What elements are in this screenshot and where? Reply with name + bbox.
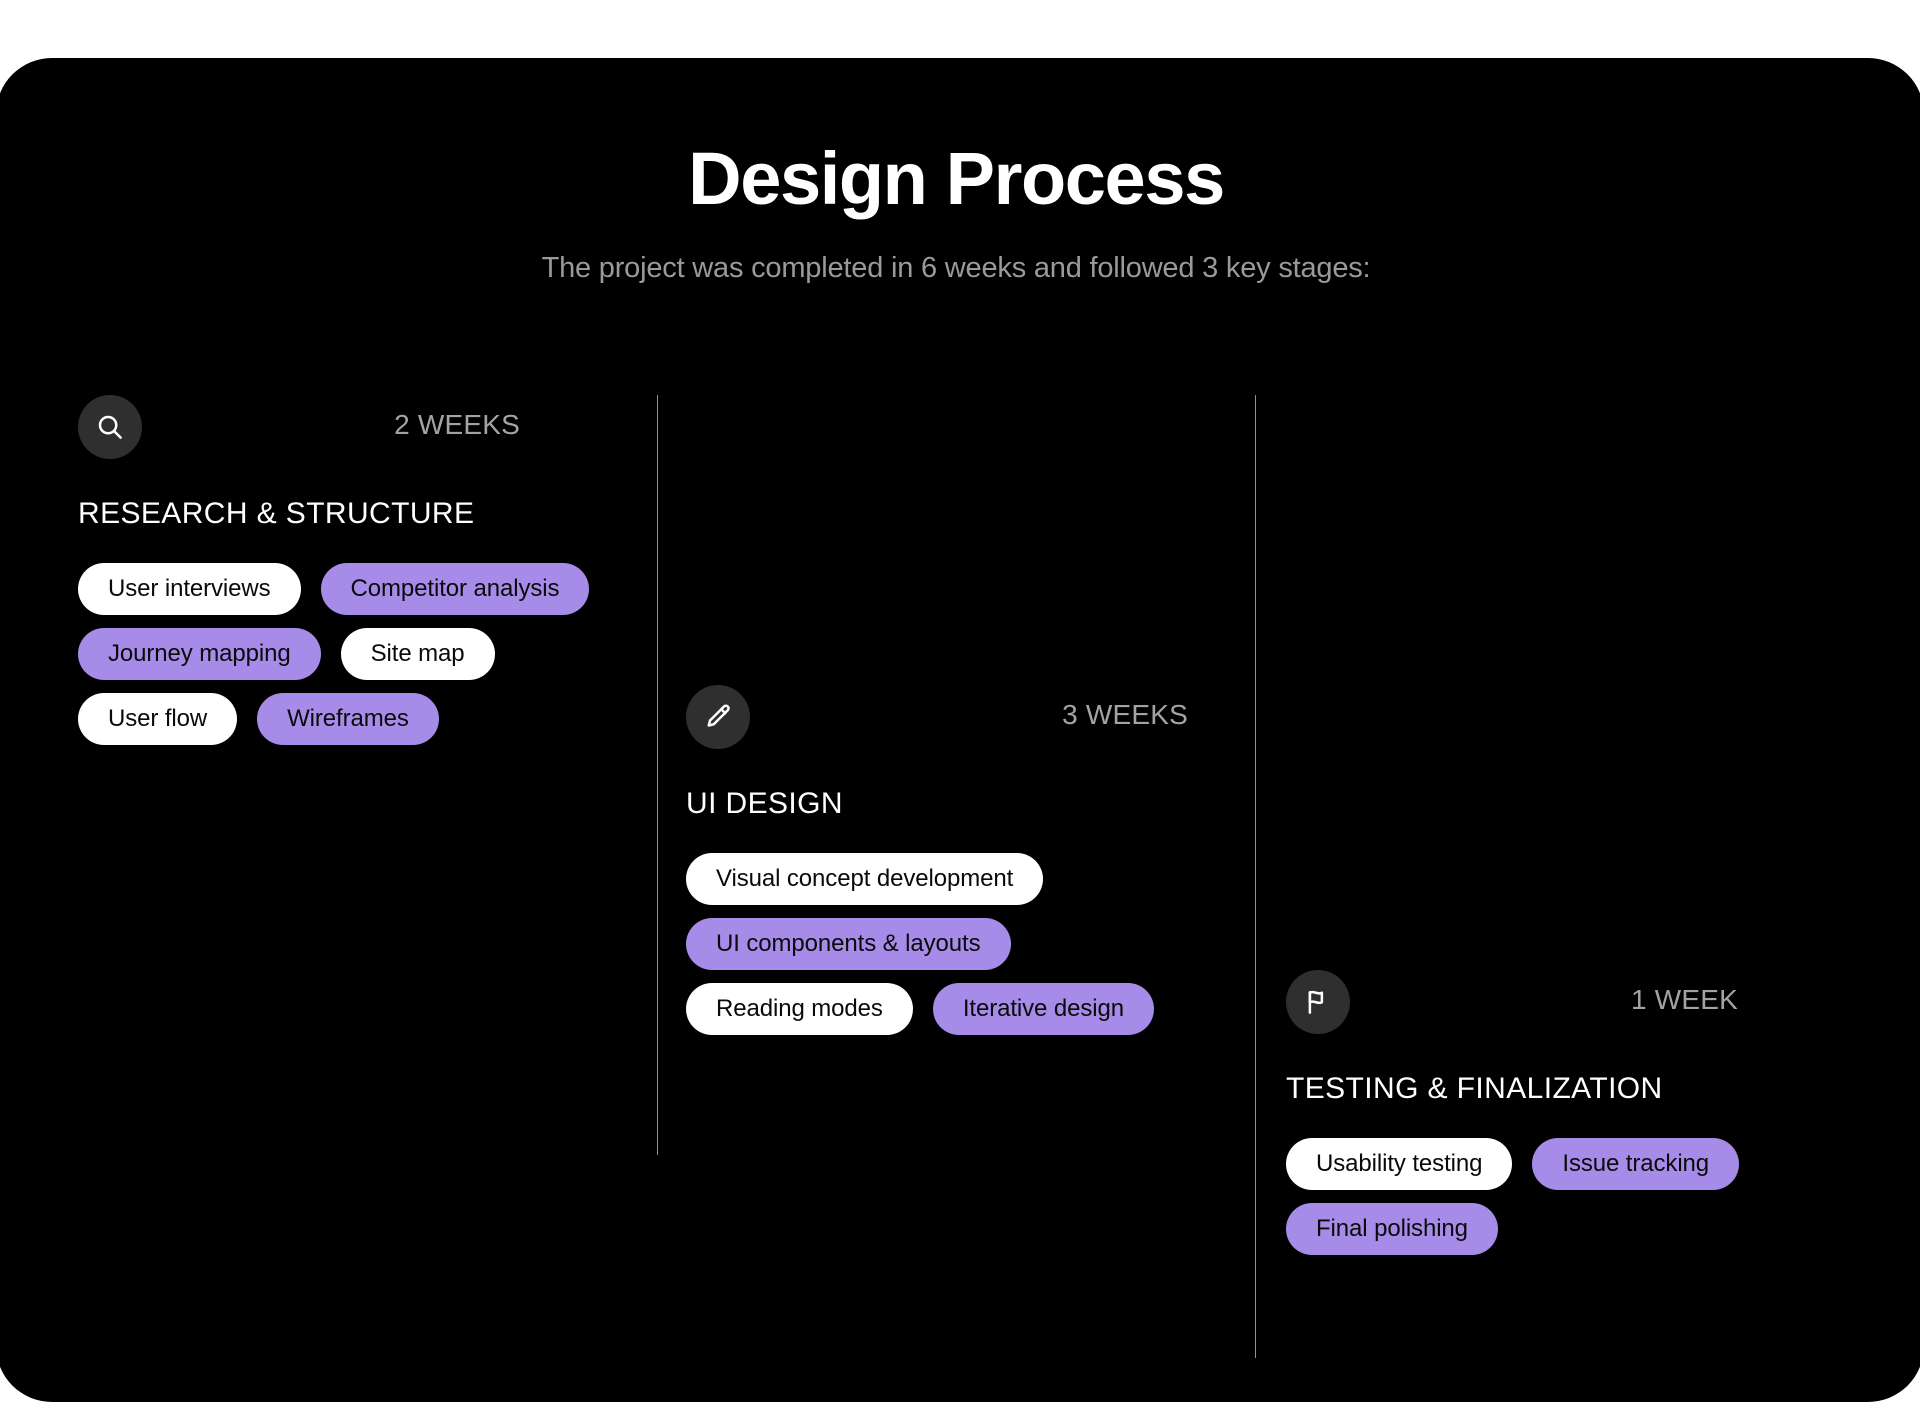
tag-item[interactable]: User flow — [78, 693, 238, 745]
tag-item[interactable]: Iterative design — [932, 983, 1154, 1035]
tag-item[interactable]: UI components & layouts — [686, 918, 1011, 970]
stage-testing-finalization: 1 WEEK TESTING & FINALIZATION Usability … — [1286, 970, 1886, 1268]
tag-row: Final polishing — [1286, 1203, 1886, 1255]
tag-list: Usability testing Issue tracking Final p… — [1286, 1138, 1886, 1255]
tag-item[interactable]: Journey mapping — [78, 628, 321, 680]
tag-item[interactable]: User interviews — [78, 563, 301, 615]
tag-item[interactable]: Issue tracking — [1532, 1138, 1740, 1190]
tag-item[interactable]: Final polishing — [1286, 1203, 1498, 1255]
tag-row: Journey mapping Site map — [78, 628, 638, 680]
tag-item[interactable]: Competitor analysis — [320, 563, 590, 615]
stage-duration: 2 WEEKS — [394, 409, 520, 440]
stage-title: RESEARCH & STRUCTURE — [78, 497, 475, 530]
tag-row: User interviews Competitor analysis — [78, 563, 638, 615]
tag-row: Reading modes Iterative design — [686, 983, 1246, 1035]
tag-item[interactable]: Site map — [340, 628, 495, 680]
stage-duration: 3 WEEKS — [1062, 699, 1188, 730]
stage-divider-1 — [657, 395, 658, 1155]
tag-list: User interviews Competitor analysis Jour… — [78, 563, 638, 745]
tag-list: Visual concept development UI components… — [686, 853, 1246, 1035]
tag-item[interactable]: Visual concept development — [686, 853, 1044, 905]
stage-header: 2 WEEKS — [78, 395, 638, 459]
stage-title: UI DESIGN — [686, 787, 843, 820]
stage-duration: 1 WEEK — [1630, 984, 1738, 1015]
header: Design Process The project was completed… — [0, 58, 1916, 289]
page-title: Design Process — [688, 137, 1225, 220]
tag-row: Usability testing Issue tracking — [1286, 1138, 1886, 1190]
stage-title: TESTING & FINALIZATION — [1286, 1072, 1663, 1105]
stage-ui-design: 3 WEEKS UI DESIGN Visual concept develop… — [686, 685, 1246, 1048]
page-subtitle: The project was completed in 6 weeks and… — [541, 251, 1371, 284]
flag-icon — [1286, 970, 1350, 1034]
stage-research-structure: 2 WEEKS RESEARCH & STRUCTURE User interv… — [78, 395, 638, 758]
tag-row: User flow Wireframes — [78, 693, 638, 745]
tag-row: UI components & layouts — [686, 918, 1246, 970]
tag-item[interactable]: Usability testing — [1286, 1138, 1513, 1190]
stage-header: 1 WEEK — [1286, 970, 1886, 1034]
design-process-card: Design Process The project was completed… — [0, 58, 1920, 1402]
tag-row: Visual concept development — [686, 853, 1246, 905]
search-icon — [78, 395, 142, 459]
tag-item[interactable]: Wireframes — [257, 693, 439, 745]
tag-item[interactable]: Reading modes — [686, 983, 913, 1035]
stage-divider-2 — [1255, 395, 1256, 1358]
stage-header: 3 WEEKS — [686, 685, 1246, 749]
pencil-icon — [686, 685, 750, 749]
